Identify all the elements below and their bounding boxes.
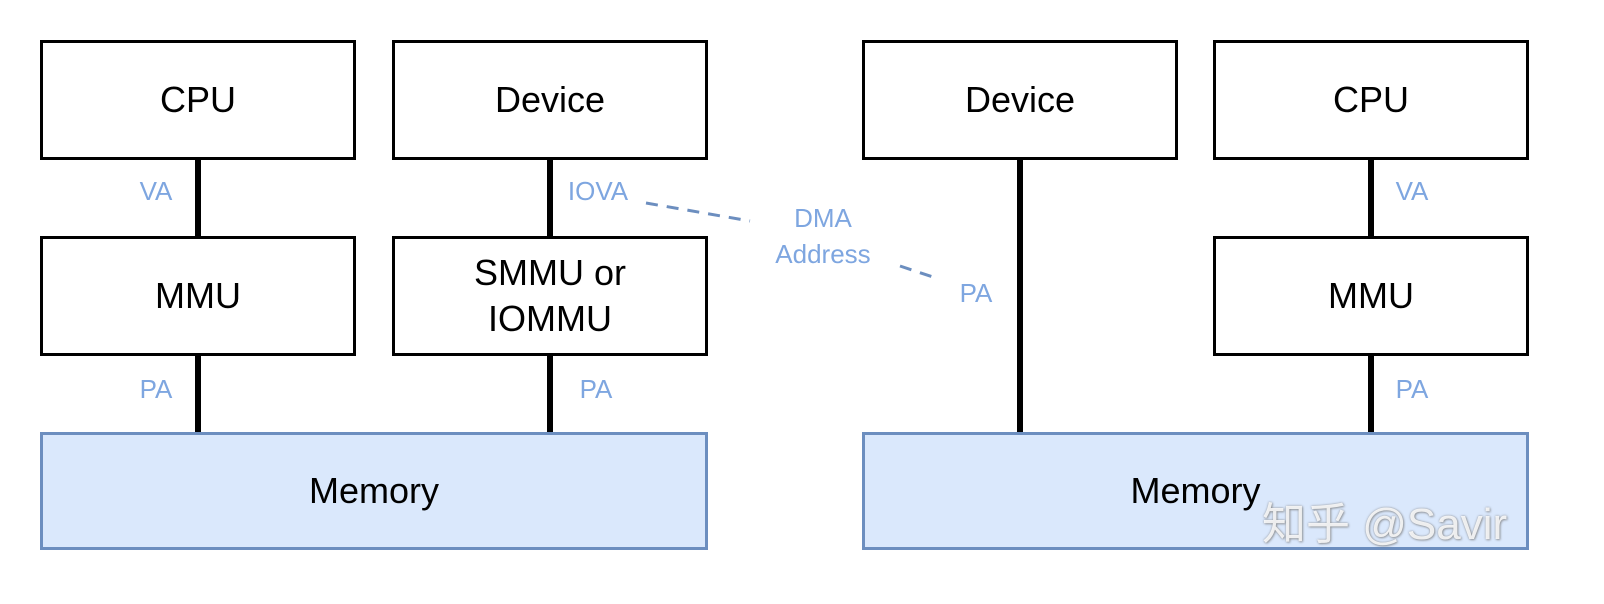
right-device-box: Device xyxy=(862,40,1178,160)
left-smmu-box: SMMU or IOMMU xyxy=(392,236,708,356)
right-device-label: Device xyxy=(964,79,1076,120)
right-cpu-box: CPU xyxy=(1213,40,1529,160)
left-cpu-mmu-connector xyxy=(195,160,201,236)
left-smmu-memory-connector xyxy=(547,356,553,432)
right-memory-label: Memory xyxy=(1130,470,1261,511)
dma-label-line1: DMA xyxy=(794,203,852,233)
left-cpu-label: CPU xyxy=(159,79,236,120)
watermark-text: 知乎 @Savir xyxy=(1262,500,1508,549)
right-mmu-label: MMU xyxy=(1328,275,1414,316)
left-smmu-label-line2: IOMMU xyxy=(488,298,612,339)
left-smmu-pa-label: PA xyxy=(579,374,613,404)
right-memory-box: Memory xyxy=(862,432,1529,550)
left-mmu-pa-label: PA xyxy=(139,374,173,404)
left-mmu-label: MMU xyxy=(155,275,241,316)
right-device-pa-label: PA xyxy=(959,278,993,308)
left-mmu-memory-connector xyxy=(195,356,201,432)
dma-address-label: DMA Address xyxy=(753,200,893,272)
right-mmu-memory-connector xyxy=(1368,356,1374,432)
right-cpu-mmu-connector xyxy=(1368,160,1374,236)
dma-label-line2: Address xyxy=(775,239,871,269)
right-cpu-label: CPU xyxy=(1332,79,1409,120)
right-device-memory-connector xyxy=(1017,160,1023,432)
left-mmu-box: MMU xyxy=(40,236,356,356)
left-iova-label: IOVA xyxy=(567,176,629,206)
left-cpu-box: CPU xyxy=(40,40,356,160)
right-mmu-pa-label: PA xyxy=(1395,374,1429,404)
left-device-box: Device xyxy=(392,40,708,160)
right-va-label: VA xyxy=(1395,176,1429,206)
left-smmu-label-line1: SMMU or xyxy=(474,252,626,293)
left-device-label: Device xyxy=(494,79,606,120)
left-memory-label: Memory xyxy=(308,470,439,511)
right-mmu-box: MMU xyxy=(1213,236,1529,356)
left-memory-box: Memory xyxy=(40,432,708,550)
left-va-label: VA xyxy=(139,176,173,206)
left-device-smmu-connector xyxy=(547,160,553,236)
